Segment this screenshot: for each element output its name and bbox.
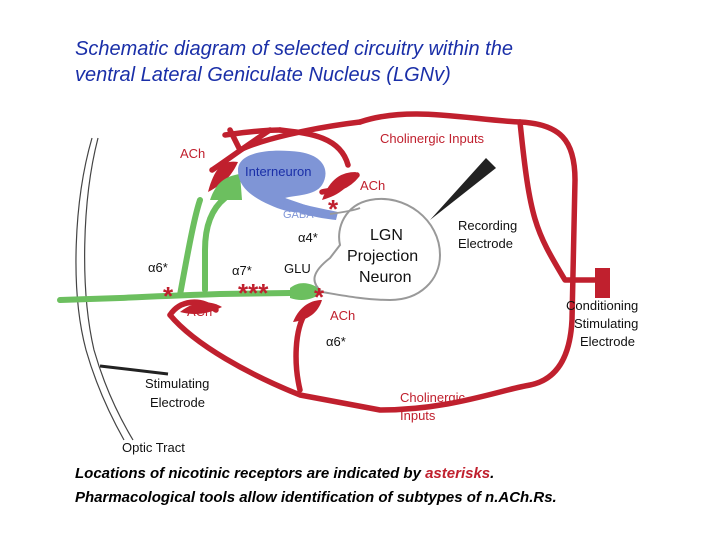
label-conditioning-3: Electrode [580, 334, 635, 349]
label-alpha6-bottom: α6* [326, 334, 346, 349]
asterisk-interneuron: * [222, 156, 233, 186]
asterisk-gaba: * [328, 194, 339, 224]
label-cholinergic-inputs-bottom-2: Inputs [400, 408, 436, 423]
label-cholinergic-inputs-top: Cholinergic Inputs [380, 131, 485, 146]
label-optic-tract: Optic Tract [122, 440, 185, 455]
conditioning-electrode-bar [595, 268, 610, 298]
recording-electrode [430, 158, 496, 220]
glutamatergic-pathway [57, 195, 293, 303]
label-conditioning-1: Conditioning [566, 298, 638, 313]
label-stimulating-2: Electrode [150, 395, 205, 410]
label-stimulating-1: Stimulating [145, 376, 209, 391]
label-alpha4: α4* [298, 230, 318, 245]
lgn-projection-neuron [313, 197, 442, 302]
caption-line-1-before: Locations of nicotinic receptors are ind… [75, 465, 426, 482]
caption: Locations of nicotinic receptors are ind… [75, 462, 715, 510]
label-lgn-2: Projection [347, 248, 418, 265]
title-line-1: Schematic diagram of selected circuitry … [75, 38, 513, 60]
glutamatergic-terminals [210, 174, 324, 300]
stimulating-electrode [99, 364, 169, 376]
asterisk-right: * [314, 282, 325, 312]
label-alpha7: α7* [232, 263, 252, 278]
label-ach-right: ACh [360, 178, 385, 193]
label-conditioning-2: Stimulating [574, 316, 638, 331]
caption-line-1-after: . [490, 465, 495, 482]
caption-line-2: Pharmacological tools allow identificati… [75, 489, 557, 506]
label-recording-1: Recording [458, 218, 517, 233]
label-lgn-3: Neuron [359, 269, 411, 286]
title-line-2: ventral Lateral Geniculate Nucleus (LGNv… [75, 64, 451, 86]
receptor-asterisks: * * * *** * [163, 156, 339, 312]
label-ach-top-left: ACh [180, 146, 205, 161]
label-recording-2: Electrode [458, 236, 513, 251]
asterisk-left: * [163, 281, 174, 311]
label-interneuron: Interneuron [245, 164, 312, 179]
label-glu: GLU [284, 261, 311, 276]
cholinergic-terminals [180, 161, 356, 322]
label-alpha6-left: α6* [148, 260, 168, 275]
caption-line-1: Locations of nicotinic receptors are ind… [75, 462, 715, 486]
interneuron [238, 150, 338, 220]
label-ach-mid-right: ACh [330, 308, 355, 323]
title: Schematic diagram of selected circuitry … [75, 36, 695, 88]
optic-tract-lines [75, 137, 134, 441]
asterisks-alpha7: *** [238, 278, 269, 308]
label-gaba: GABA [283, 209, 314, 221]
label-cholinergic-inputs-bottom-1: Cholinergic [400, 390, 466, 405]
label-lgn-1: LGN [370, 227, 403, 244]
label-ach-mid-left: ACh [187, 304, 212, 319]
caption-asterisks: asterisks [425, 465, 491, 482]
